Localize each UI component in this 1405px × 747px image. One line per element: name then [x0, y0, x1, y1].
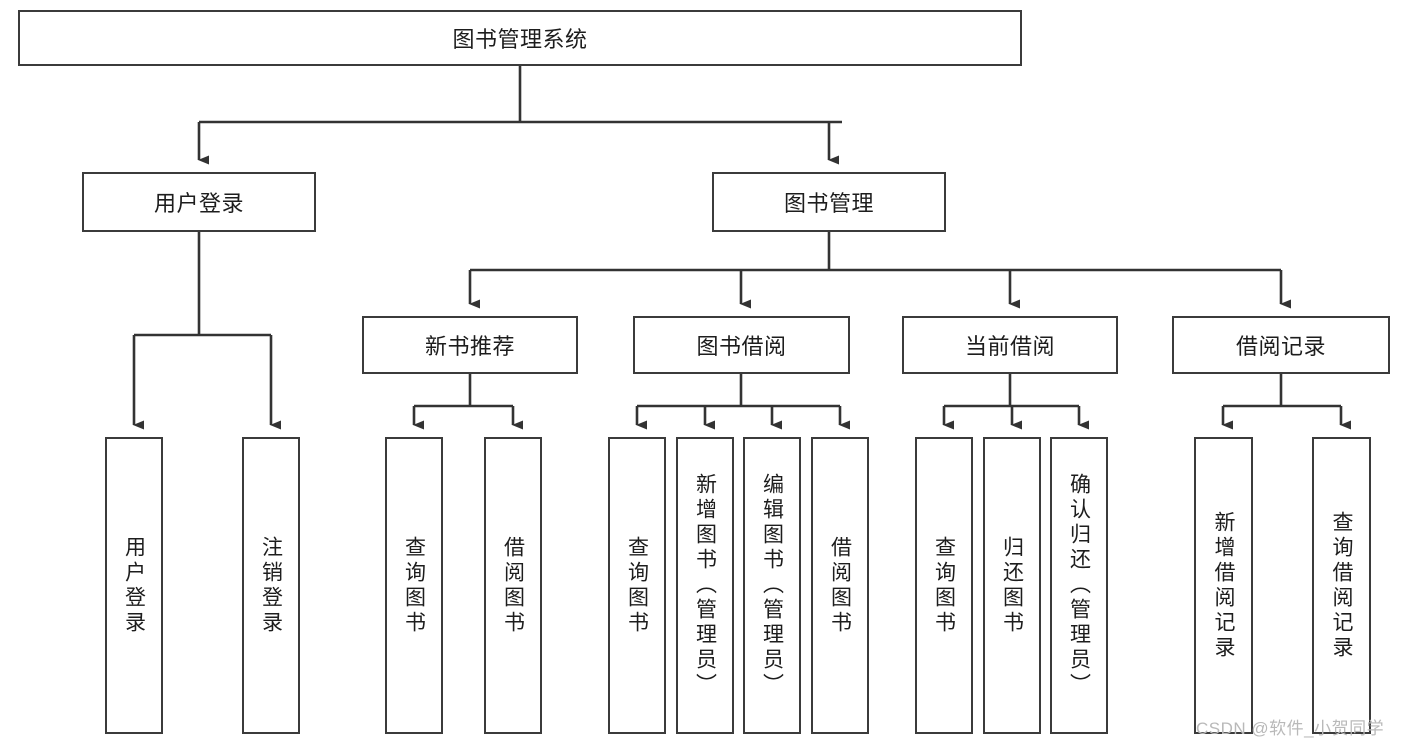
node-leaf-user-login[interactable]: 用户登录 [105, 437, 163, 734]
node-leaf-edit-book-admin[interactable]: 编辑图书（管理员） [743, 437, 801, 734]
node-leaf-return-book-label: 归还图书 [1000, 535, 1024, 636]
node-book-borrow[interactable]: 图书借阅 [633, 316, 850, 374]
node-leaf-query-book-current-label: 查询图书 [932, 535, 956, 636]
node-root[interactable]: 图书管理系统 [18, 10, 1022, 66]
node-user-login[interactable]: 用户登录 [82, 172, 316, 232]
node-leaf-logout-login-label: 注销登录 [259, 535, 283, 636]
node-leaf-borrow-book-recommend[interactable]: 借阅图书 [484, 437, 542, 734]
node-leaf-borrow-book-label: 借阅图书 [828, 535, 852, 636]
node-user-login-label: 用户登录 [153, 191, 244, 216]
node-leaf-edit-book-admin-label: 编辑图书（管理员） [760, 473, 784, 698]
node-leaf-add-borrow-record-label: 新增借阅记录 [1212, 510, 1235, 661]
node-leaf-return-book[interactable]: 归还图书 [983, 437, 1041, 734]
node-leaf-query-book-borrow[interactable]: 查询图书 [608, 437, 666, 734]
node-leaf-query-book-current[interactable]: 查询图书 [915, 437, 973, 734]
node-leaf-query-book-recommend-label: 查询图书 [402, 535, 426, 636]
node-leaf-user-login-label: 用户登录 [122, 535, 146, 636]
node-book-management-label: 图书管理 [783, 191, 874, 216]
node-new-book-recommend-label: 新书推荐 [424, 334, 515, 359]
node-leaf-confirm-return-admin-label: 确认归还（管理员） [1067, 473, 1091, 698]
node-leaf-borrow-book[interactable]: 借阅图书 [811, 437, 869, 734]
node-leaf-logout-login[interactable]: 注销登录 [242, 437, 300, 734]
node-book-management[interactable]: 图书管理 [712, 172, 946, 232]
node-leaf-query-book-recommend[interactable]: 查询图书 [385, 437, 443, 734]
node-current-borrow[interactable]: 当前借阅 [902, 316, 1118, 374]
node-current-borrow-label: 当前借阅 [964, 334, 1055, 359]
node-leaf-add-book-admin[interactable]: 新增图书（管理员） [676, 437, 734, 734]
node-leaf-add-borrow-record[interactable]: 新增借阅记录 [1194, 437, 1253, 734]
node-leaf-borrow-book-recommend-label: 借阅图书 [501, 535, 525, 636]
node-new-book-recommend[interactable]: 新书推荐 [362, 316, 578, 374]
node-borrow-record-label: 借阅记录 [1235, 334, 1326, 359]
watermark: CSDN @软件_小贺同学 [1196, 719, 1385, 738]
node-leaf-query-book-borrow-label: 查询图书 [625, 535, 649, 636]
node-leaf-query-borrow-record-label: 查询借阅记录 [1330, 510, 1353, 661]
node-book-borrow-label: 图书借阅 [696, 334, 787, 359]
node-leaf-add-book-admin-label: 新增图书（管理员） [693, 473, 717, 698]
node-leaf-confirm-return-admin[interactable]: 确认归还（管理员） [1050, 437, 1108, 734]
node-leaf-query-borrow-record[interactable]: 查询借阅记录 [1312, 437, 1371, 734]
node-root-label: 图书管理系统 [452, 27, 588, 52]
node-borrow-record[interactable]: 借阅记录 [1172, 316, 1390, 374]
